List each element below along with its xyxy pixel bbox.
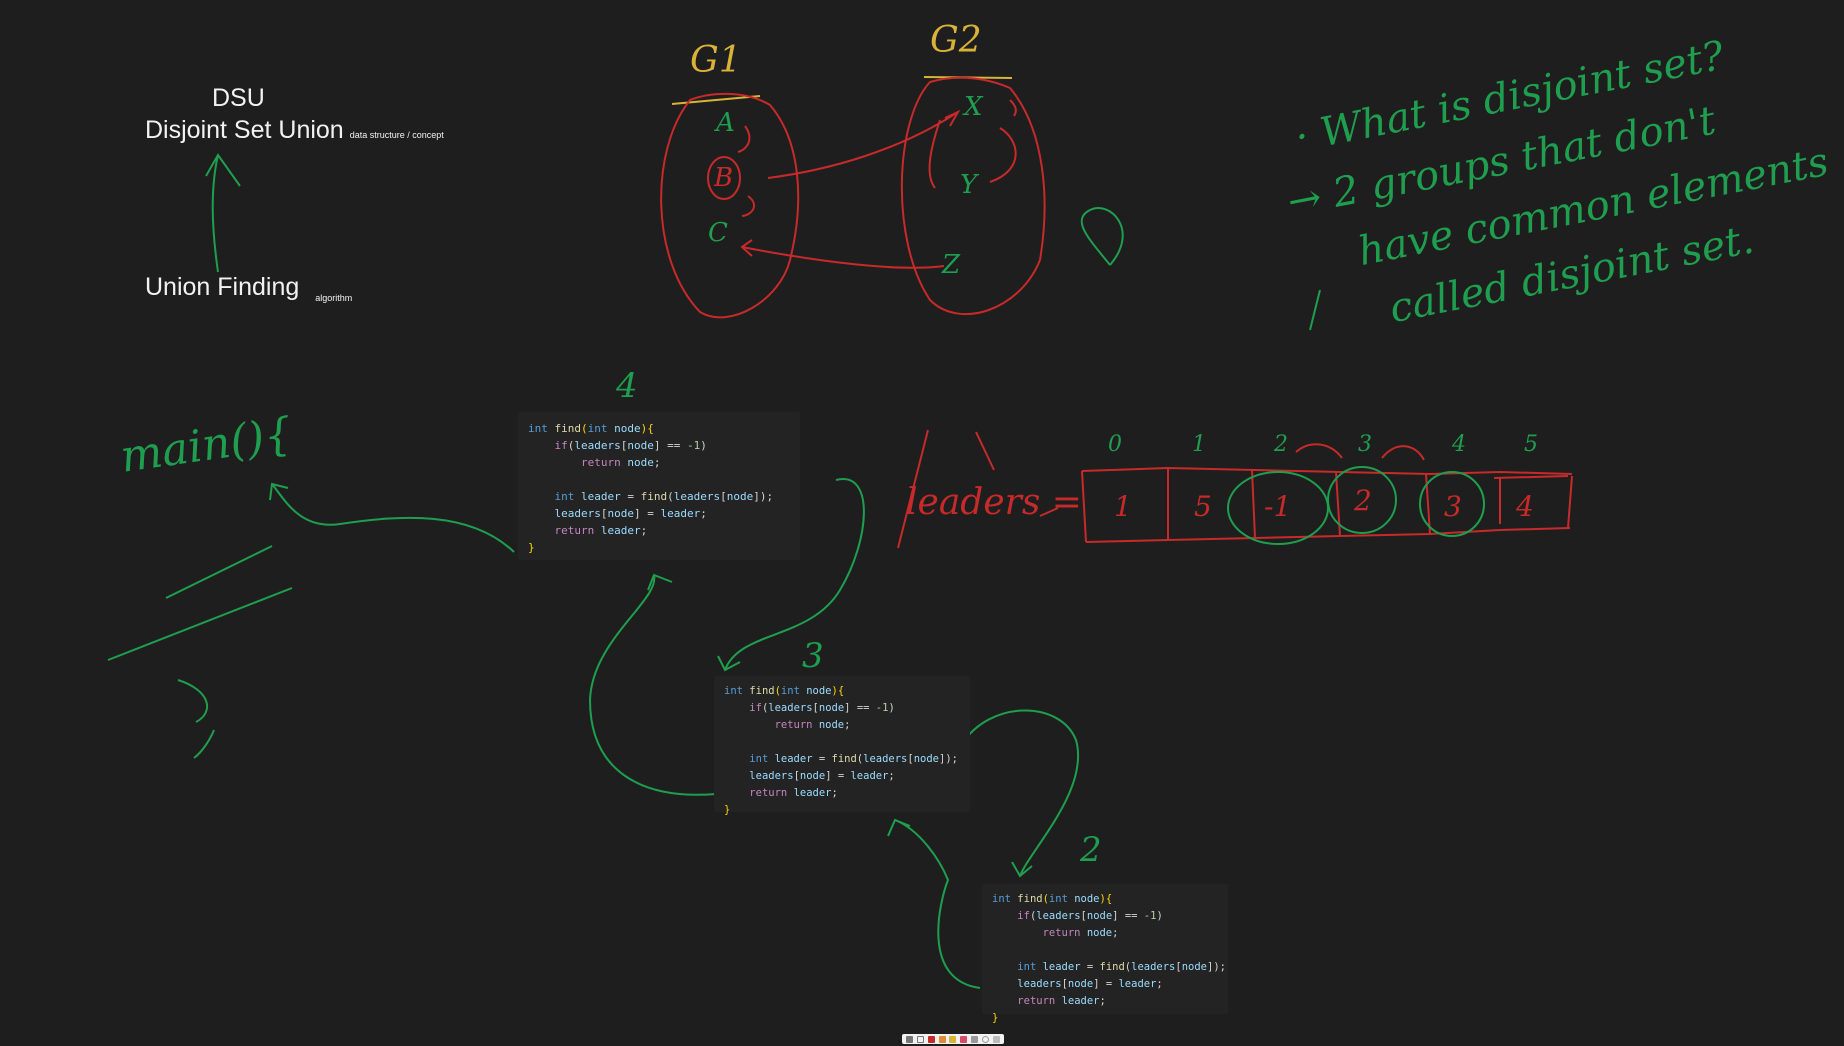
- code-line: return leader;: [1017, 995, 1106, 1007]
- g1-label: G1: [690, 40, 742, 81]
- leaders-bracket: [897, 429, 1059, 549]
- union-finding-title: Union Finding algorithm: [145, 273, 353, 303]
- g2-label: G2: [930, 20, 982, 61]
- code-line: }: [724, 804, 731, 816]
- leaders-highlights: [1227, 466, 1485, 545]
- recursion-arrows: [269, 478, 1079, 989]
- set-g1-outline: [660, 92, 800, 319]
- dsu-note: data structure / concept: [349, 130, 444, 140]
- code-line: int leader = find(leaders[node]);: [554, 490, 774, 503]
- hand-icon[interactable]: [916, 1035, 924, 1043]
- lasso-icon[interactable]: [982, 1035, 990, 1043]
- g1-member-a: A: [716, 108, 735, 138]
- code-block-find[interactable]: int find(int node){ if(leaders[node] == …: [982, 884, 1228, 1024]
- index-label: 2: [1274, 432, 1288, 457]
- code-line: leaders[node] = leader;: [1017, 978, 1163, 990]
- g2-member-y: Y: [960, 170, 978, 200]
- g1-underline: [671, 95, 761, 105]
- highlighter-icon[interactable]: [949, 1035, 957, 1043]
- index-label: 1: [1192, 432, 1206, 457]
- text-icon[interactable]: [971, 1035, 979, 1043]
- step-label: 3: [802, 636, 824, 676]
- code-line: [528, 471, 790, 488]
- step-label: 4: [616, 366, 638, 406]
- g2-member-z: Z: [942, 250, 961, 280]
- array-value: 5: [1194, 490, 1212, 523]
- code-line: }: [992, 1012, 999, 1024]
- set-g2-outline: [900, 76, 1046, 316]
- dsu-full-label: Disjoint Set Union: [145, 116, 344, 144]
- code-line: int find(int node){: [724, 685, 845, 697]
- code-line: int leader = find(leaders[node]);: [1017, 961, 1226, 973]
- g1-member-b: B: [714, 163, 734, 193]
- dsu-full-title: Disjoint Set Union data structure / conce…: [145, 116, 444, 145]
- more-icon[interactable]: [992, 1035, 1000, 1043]
- dsu-arrow: [205, 153, 241, 273]
- code-line: leaders[node] = leader;: [749, 770, 895, 782]
- code-line: leaders[node] = leader;: [554, 507, 707, 520]
- index-label: 5: [1524, 432, 1538, 457]
- index-label: 4: [1452, 432, 1466, 457]
- code-line: return node;: [1042, 927, 1119, 939]
- code-line: return leader;: [749, 787, 838, 799]
- index-label: 0: [1108, 432, 1122, 457]
- code-line: return leader;: [554, 524, 648, 537]
- scribbles: [107, 207, 1321, 759]
- code-line: int leader = find(leaders[node]);: [749, 753, 958, 765]
- leaders-label: leaders =: [906, 482, 1082, 523]
- union-finding-label: Union Finding: [145, 273, 300, 301]
- array-value: 1: [1114, 490, 1132, 523]
- code-line: if(leaders[node] == -1): [1017, 910, 1163, 922]
- pen-icon[interactable]: [927, 1035, 935, 1043]
- code-line: [992, 943, 1218, 960]
- array-value: 4: [1516, 490, 1534, 523]
- union-note: algorithm: [315, 293, 353, 303]
- drawing-toolbar: [902, 1034, 1004, 1044]
- code-block-find[interactable]: int find(int node){ if(leaders[node] == …: [714, 676, 970, 816]
- dsu-heading: DSU: [212, 84, 265, 112]
- code-line: return node;: [774, 719, 851, 731]
- code-line: return node;: [580, 456, 661, 469]
- array-value: 2: [1354, 484, 1372, 517]
- code-line: int find(int node){: [992, 893, 1113, 905]
- array-value: 3: [1444, 490, 1462, 523]
- shape-icon[interactable]: [960, 1035, 968, 1043]
- b-circle: [707, 156, 741, 200]
- index-label: 3: [1358, 432, 1372, 457]
- select-icon[interactable]: [905, 1035, 913, 1043]
- code-line: if(leaders[node] == -1): [749, 702, 895, 714]
- code-line: }: [528, 541, 535, 554]
- code-line: [724, 735, 960, 752]
- code-line: if(leaders[node] == -1): [554, 439, 707, 452]
- leaders-array-grid: [1081, 443, 1573, 543]
- code-block-find[interactable]: int find(int node){ if(leaders[node] == …: [518, 412, 800, 560]
- eraser-icon[interactable]: [938, 1035, 946, 1043]
- g1-member-c: C: [708, 218, 728, 248]
- g2-member-x: X: [964, 92, 983, 122]
- code-line: int find(int node){: [528, 422, 654, 435]
- array-value: -1: [1264, 490, 1292, 523]
- set-arrows: [737, 99, 1017, 269]
- step-label: 2: [1080, 830, 1102, 870]
